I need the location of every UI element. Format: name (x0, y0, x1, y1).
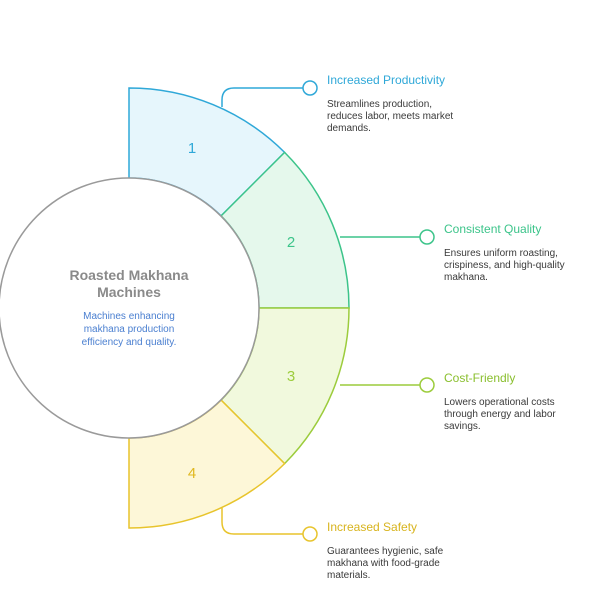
item-3-desc-line-2: through energy and labor (444, 409, 556, 420)
item-2-title: Consistent Quality (444, 222, 541, 236)
item-4-desc-line-1: Guarantees hygienic, safe (327, 546, 444, 557)
item-1-desc-line-3: demands. (327, 123, 371, 134)
item-4: Increased Safety Guarantees hygienic, sa… (327, 520, 444, 581)
item-2-desc-line-2: crispiness, and high-quality (444, 260, 565, 271)
connector-3-dot (419, 377, 435, 393)
item-2: Consistent Quality Ensures uniform roast… (444, 222, 565, 283)
segment-2-number: 2 (287, 234, 295, 251)
center-circle-group: Roasted Makhana Machines Machines enhanc… (0, 177, 260, 439)
connector-1-line (221, 87, 303, 107)
connector-3 (340, 377, 435, 393)
item-2-desc-line-3: makhana. (444, 272, 488, 283)
center-desc-line-1: Machines enhancing (83, 311, 175, 322)
item-4-desc-line-2: makhana with food-grade (327, 558, 440, 569)
segment-4-number: 4 (188, 465, 196, 482)
center-circle (0, 177, 260, 439)
center-desc-line-2: makhana production (84, 324, 175, 335)
connector-4-line (221, 508, 303, 535)
item-3: Cost-Friendly Lowers operational costs t… (444, 371, 556, 432)
connector-4-dot (302, 526, 318, 542)
segment-1-number: 1 (188, 140, 196, 157)
connector-4 (221, 508, 318, 542)
center-title-line-2: Machines (97, 284, 161, 300)
connector-1 (221, 80, 318, 107)
connector-1-dot (302, 80, 318, 96)
connector-2-dot (419, 229, 435, 245)
center-title-line-1: Roasted Makhana (69, 267, 188, 283)
item-1: Increased Productivity Streamlines produ… (327, 73, 453, 134)
item-4-desc-line-3: materials. (327, 570, 370, 581)
item-1-title: Increased Productivity (327, 73, 445, 87)
item-3-title: Cost-Friendly (444, 371, 515, 385)
item-3-desc-line-1: Lowers operational costs (444, 397, 555, 408)
item-4-title: Increased Safety (327, 520, 417, 534)
item-3-desc-line-3: savings. (444, 421, 481, 432)
item-1-desc-line-2: reduces labor, meets market (327, 111, 453, 122)
connector-2 (340, 229, 435, 245)
center-desc-line-3: efficiency and quality. (82, 337, 177, 348)
item-2-desc-line-1: Ensures uniform roasting, (444, 248, 558, 259)
item-1-desc-line-1: Streamlines production, (327, 99, 432, 110)
segment-3-number: 3 (287, 368, 295, 385)
